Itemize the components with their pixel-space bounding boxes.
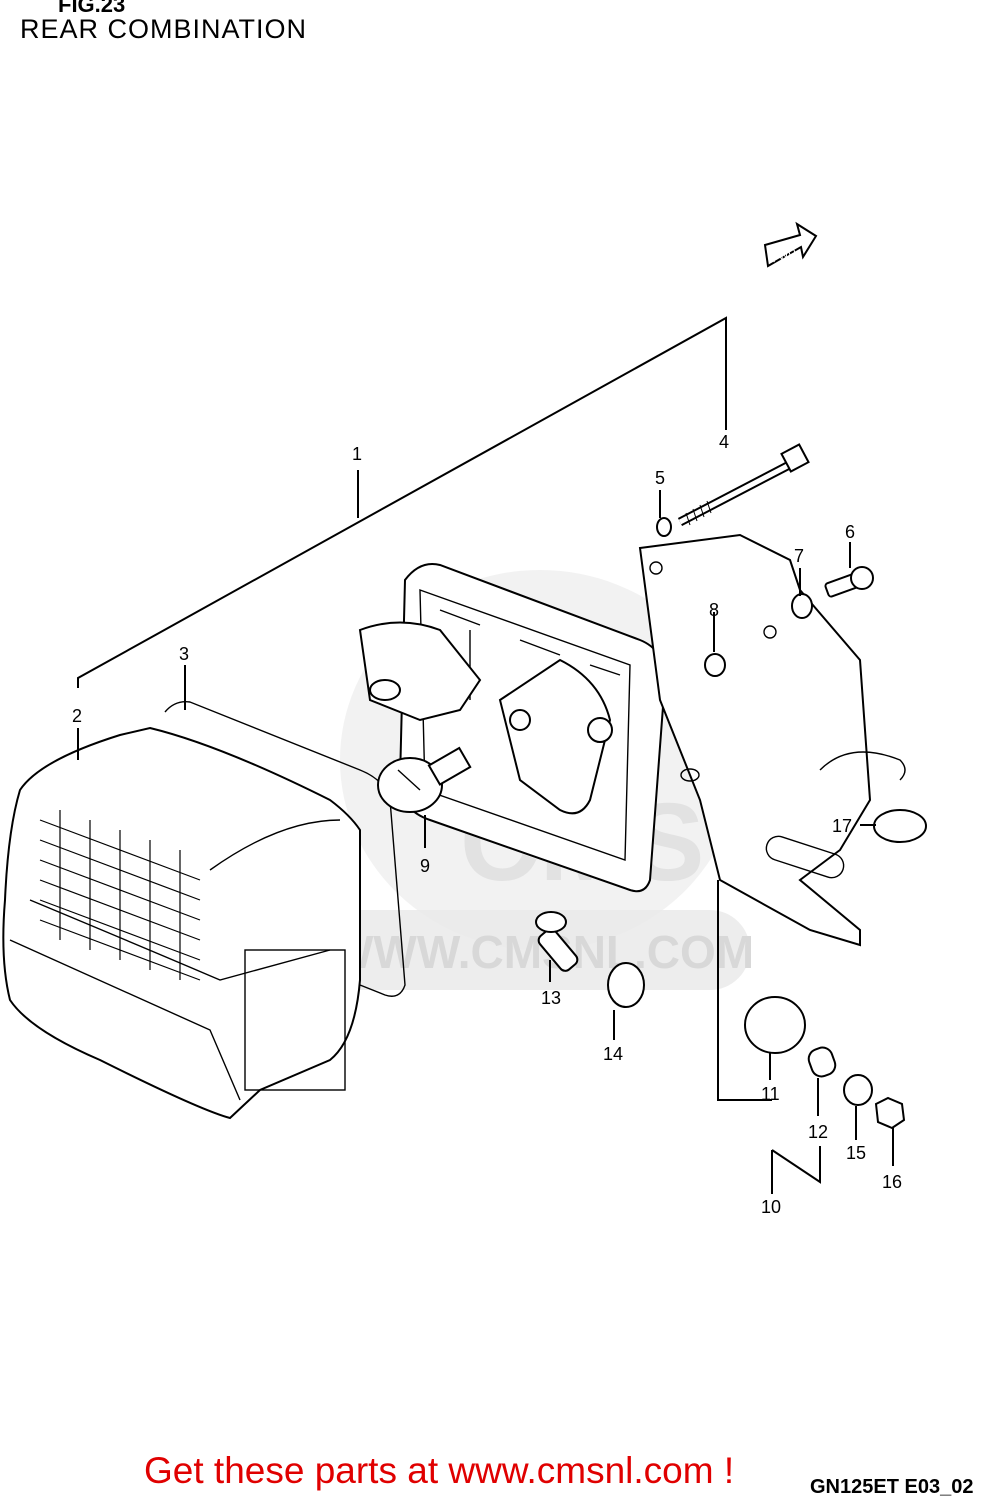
callout-2: 2 bbox=[72, 706, 82, 726]
callout-1: 1 bbox=[352, 444, 362, 464]
shop-link[interactable]: Get these parts at www.cmsnl.com ! bbox=[144, 1450, 735, 1491]
part-bolt-long bbox=[677, 443, 810, 526]
part-bracket bbox=[638, 533, 906, 947]
callout-9: 9 bbox=[420, 856, 430, 876]
part-socket bbox=[358, 621, 613, 815]
callout-labels: 1 2 3 4 5 6 7 8 9 10 11 12 13 14 15 16 1… bbox=[72, 432, 902, 1217]
callout-5: 5 bbox=[655, 468, 665, 488]
part-nut-16 bbox=[874, 1096, 906, 1130]
callout-15: 15 bbox=[846, 1143, 866, 1163]
diagram-code: GN125ET E03_02 bbox=[810, 1476, 974, 1498]
part-washer-5 bbox=[656, 517, 672, 537]
part-washer-14 bbox=[607, 962, 645, 1008]
part-washer-7 bbox=[791, 593, 813, 619]
part-screw-13 bbox=[535, 911, 579, 972]
callout-17: 17 bbox=[832, 816, 852, 836]
part-cushion-11 bbox=[744, 996, 806, 1054]
part-lens bbox=[2, 726, 361, 1120]
callout-4: 4 bbox=[719, 432, 729, 452]
callout-3: 3 bbox=[179, 644, 189, 664]
part-collar-8 bbox=[704, 653, 726, 677]
callout-8: 8 bbox=[709, 600, 719, 620]
callout-7: 7 bbox=[794, 546, 804, 566]
callout-6: 6 bbox=[845, 522, 855, 542]
callout-13: 13 bbox=[541, 988, 561, 1008]
part-screw-6 bbox=[824, 566, 874, 598]
callout-11: 11 bbox=[761, 1084, 780, 1104]
callout-10: 10 bbox=[761, 1197, 781, 1217]
fwd-arrow-icon: FWD bbox=[763, 221, 818, 268]
callout-16: 16 bbox=[882, 1172, 902, 1192]
figure-title: REAR COMBINATION bbox=[20, 14, 308, 44]
callout-12: 12 bbox=[808, 1122, 828, 1142]
figure-label: FIG.23 bbox=[58, 0, 126, 17]
part-grommet-17 bbox=[873, 809, 927, 843]
part-bulb bbox=[377, 746, 472, 813]
part-washer-15 bbox=[843, 1074, 873, 1106]
part-collar-12 bbox=[807, 1046, 837, 1078]
callout-14: 14 bbox=[603, 1044, 623, 1064]
